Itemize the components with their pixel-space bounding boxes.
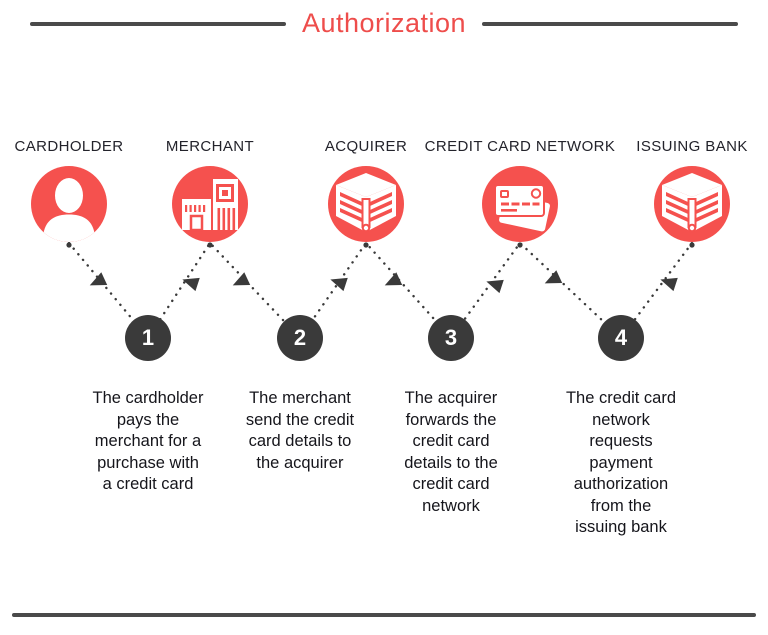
arrowhead-icon [182,277,200,292]
entity-label: ISSUING BANK [636,138,748,155]
step-number: 4 [614,325,628,350]
step-4-description: The credit card network requests payment… [565,389,677,536]
entity-label: CARDHOLDER [14,138,124,155]
entity-label: CREDIT CARD NETWORK [424,138,616,155]
step-1-description: The cardholder pays the merchant for a p… [92,389,204,493]
entity-cardholder: CARDHOLDER [0,138,169,242]
credit-cards-icon [482,166,558,242]
header-divider-left [29,21,286,26]
page-title: Authorization [301,8,467,38]
step-3-badge: 3 [428,315,474,361]
arrowhead-icon [486,279,504,294]
step-number: 1 [141,325,155,350]
entity-label: MERCHANT [165,138,255,155]
arrowheads [89,270,678,294]
entity-label: ACQUIRER [324,138,408,155]
step-2-badge: 2 [277,315,323,361]
bottom-divider [12,613,756,617]
step-number: 2 [293,325,307,350]
entity-issuing-bank: ISSUING BANK [592,138,768,242]
storefront-icon [172,166,248,242]
header: Authorization [0,10,768,37]
header-divider-right [482,21,739,26]
arrowhead-icon [660,277,678,292]
arrowhead-icon [330,277,348,292]
step-number: 3 [444,325,458,350]
arrowhead-icon [232,272,251,286]
arrowhead-icon [384,272,403,286]
person-icon [31,166,107,242]
step-2-description: The merchant send the credit card detail… [245,389,355,472]
entity-merchant: MERCHANT [110,138,310,242]
arrowhead-icon [89,272,108,286]
entity-credit-card-network: CREDIT CARD NETWORK [420,138,620,242]
step-3-description: The acquirer forwards the credit card de… [404,389,498,515]
entity-acquirer: ACQUIRER [266,138,466,242]
bank-icon [654,166,730,242]
anchor-dots [66,242,695,248]
arrowhead-icon [544,270,563,284]
bank-icon [328,166,404,242]
step-1-badge: 1 [125,315,171,361]
dotted-zigzag-path [67,241,694,341]
step-4-badge: 4 [598,315,644,361]
